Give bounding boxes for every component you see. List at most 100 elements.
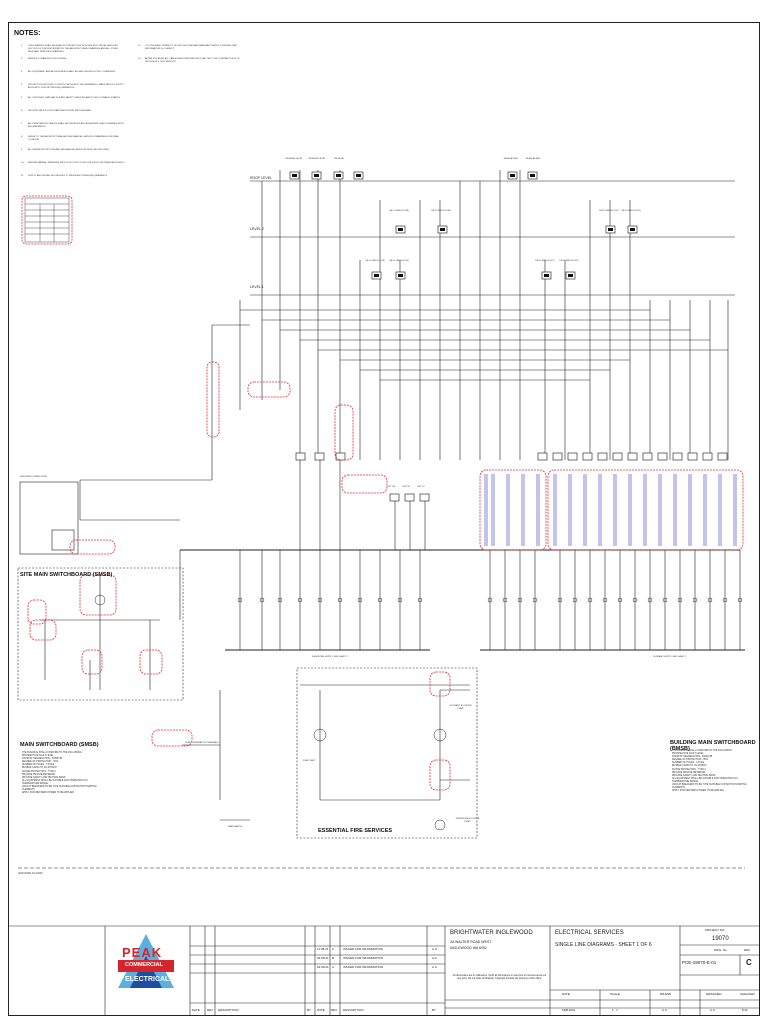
sprinkler-label: SPRINKLER BOOSTER PUMP [455,818,480,823]
scale-label: SCALE [610,992,620,996]
note-number: 9. [21,149,23,151]
l2-label-a: DB-L2-MECH (L2A) [389,210,409,212]
note-item: 8. REFER TO THE ARCHITECTURAL AND MECHANI… [21,136,128,142]
msb-note-line: CIRCUIT BREAKERS TO BE TYPE SUITABLE FOR… [672,784,747,790]
l2-label-b: DB-L2-MECH (L2B) [431,210,451,212]
l2-label-d: DB-L2-MECH (L2D) [621,210,641,212]
note-text: ENSURE MANUAL TRANSFER SWITCH IS FITTED … [28,162,125,164]
note-text: SUPPLY AND INSTALL ALL METERS TO WESTERN… [28,175,108,177]
note-item: 6.PROVIDE SINGLE POINT EARTHING WITHIN S… [21,110,128,113]
project-name: BRIGHTWATER INGLEWOOD [450,930,533,936]
level-2-label: LEVEL 2 [250,227,264,231]
msb-note-line: DEGREE OF PROTECTION - IP42 [22,761,58,764]
msb-note-line: PROSPECTIVE FAULT LEVEL [22,755,54,758]
note-text: IT IS THE RESPONSIBILITY OF THE SWITCHBO… [145,45,237,50]
note-number: 4. [21,84,23,86]
msb-notes-left: THE BUILDING SHALL CONFORM TO THE FOLLOW… [22,752,102,795]
date-value: FEB 2021 [562,1008,576,1012]
msb-note-line: PROSPECTIVE FAULT LEVEL [672,753,704,756]
note-item: 3.ALL EQUIPMENT AND ACCESSORIES SHALL BE… [21,71,128,74]
project-address-2: INGLEWOOD WA 6052 [450,946,487,950]
hydrant-label: HYDRANT BOOSTER PUMP [449,705,472,710]
disclaimer: All dimensions are in millimetres. Verif… [452,974,547,980]
note-item: 2. REFER TO DRAWINGS FOR LEGEND. [21,58,128,61]
l1-label-b: DB-L1-MECH (L1B) [389,260,409,262]
date-label: DATE [562,992,570,996]
msb-note-line: FORM OF SEGREGATION - FORM 3B [22,758,63,761]
note-number: 10. [21,162,25,164]
revision-desc: ISSUED FOR INFORMATION [343,965,383,969]
lift-3-label: LIFT 1C [417,486,425,488]
lift-2-label: LIFT 1B [402,486,410,488]
msb-note-line: BUSBAR CAPACITY AS SHOWN [672,765,707,768]
note-text: REFER TO THE ARCHITECTURAL AND MECHANICA… [28,136,119,141]
revision-by: A.C. [432,956,438,960]
revision-by: A.C. [432,947,438,951]
msb-note-line: PROVIDE SAFETY AND NEUTRAL BARS [22,776,66,779]
revision-date: 02.08.21 [317,965,329,969]
msb-note-line: THE BUILDING SHALL CONFORM TO THE FOLLOW… [22,752,83,754]
project-address-1: 2A WALTER ROAD WEST [450,940,492,944]
main-earth-label: MAIN EARTH [228,826,242,828]
note-text: ALL EQUIPMENT AND ACCESSORIES SHALL BE N… [28,71,116,73]
site-msb-heading: SITE MAIN SWITCHBOARD (SMSB) [20,572,113,578]
roof-label-c: DB-1A RF [334,158,344,160]
checked-value: P.W. [742,1008,748,1012]
note-text: ALL SWITCHES THAT MAY ISOLATE SAFETY SER… [28,97,121,99]
msb-note-line: NUMBER OF POLES - 3 POLE [22,764,55,767]
designed-value: A.C. [710,1008,716,1012]
l1-label-d: DB-L1-MECH (L1D) [559,260,579,262]
l1-label-a: DB-L1-MECH (L1A) [365,260,385,262]
note-text: REFER TO DRAWINGS FOR LEGEND. [28,58,67,60]
revision-date: 09.08.21 [317,956,329,960]
note-item: 11.SUPPLY AND INSTALL ALL METERS TO WEST… [21,175,128,178]
roof-level-label: ROOF LEVEL [250,176,272,180]
note-text: ALL PENETRATION CABLES SHALL BE INSTALLE… [28,123,124,128]
rev-value: C [746,958,752,967]
note-number: 2. [21,58,23,60]
msb-note-line: NUMBER OF POLES - 3 POLE [672,762,705,765]
rev-header-desc: DESCRIPTION [343,1008,364,1012]
essential-supply-label: ESSENTIAL SUPPLY SEE SHEET 2 [312,656,348,658]
msb-note-line: ALL EQUIPMENT SHALL BE SUITABLE FOR OPER… [22,779,88,785]
revision-rev: B [332,956,335,960]
temp-gen-label: TEMP. GENERATOR TERMINALS [185,742,219,744]
rev-header-by-left: BY [307,1008,312,1012]
msb-note-line: FORM OF SEGREGATION - FORM 3B [672,756,713,759]
western-power-kiosk-label: WESTERN POWER KIOSK [20,476,48,478]
drawing-title: SINGLE LINE DIAGRAMS - SHEET 1 OF 6 [555,942,652,948]
note-number: 12. [138,45,142,47]
checked-label: CHECKED [740,992,755,996]
revision-rev: A [332,965,335,969]
l1-label-c: DB-L1-MECH (L1C) [535,260,555,262]
note-item: 4.PROTECTION SETTINGS TO SUPPLY AUTHORIT… [21,84,128,90]
msb-note-line: PROVIDE SAFETY AND NEUTRAL BARS [672,774,716,777]
note-number: 8. [21,136,23,138]
msb-note-line: SURGE PROTECTION - TYPE 2 [22,770,56,773]
dwg-no-label: DWG. No. [714,948,728,952]
msb-note-line: APPLY FOR WESTERN POWER TO BE APPLIED [22,792,74,795]
notes-title: NOTES: [14,30,41,37]
designed-label: DESIGNED [706,992,722,996]
revision-by: A.C. [432,965,438,969]
msb-heading: MAIN SWITCHBOARD (SMSB) [20,742,99,748]
essential-fire-heading: ESSENTIAL FIRE SERVICES [318,828,393,834]
drawing-sheet [8,22,760,1016]
note-number: 5. [21,97,23,99]
note-text: THIS DRAWING SHALL BE READ IN CONJUNCTIO… [28,45,119,53]
rev-header-date-left: DATE [192,1008,200,1012]
msb-notes-right: THE BUILDING SHALL CONFORM TO THE FOLLOW… [672,750,752,793]
msb-note-line: PROVIDE PRIVATE METERING [672,771,706,774]
drawn-value: A.C. [662,1008,668,1012]
drawn-label: DRAWN [660,992,672,996]
msb-note-line: THE BUILDING SHALL CONFORM TO THE FOLLOW… [672,750,733,752]
note-text: PROVIDE SINGLE POINT EARTHING WITHIN SWI… [28,110,92,112]
roof-label-d: MSSB-A5 (RF) [503,158,519,160]
ground-floor-label: GROUND FLOOR [18,871,43,875]
scale-value: 1 : 1 [612,1008,618,1012]
building-msb-heading: BUILDING MAIN SWITCHBOARD (BMSB) [670,740,756,752]
rev-header-by: BY [432,1008,437,1012]
note-item: 7.ALL PENETRATION CABLES SHALL BE INSTAL… [21,123,128,129]
project-no-label: PROJECT NO. [705,928,726,932]
roof-label-e: MSSB-A6 (RF) [525,158,541,160]
